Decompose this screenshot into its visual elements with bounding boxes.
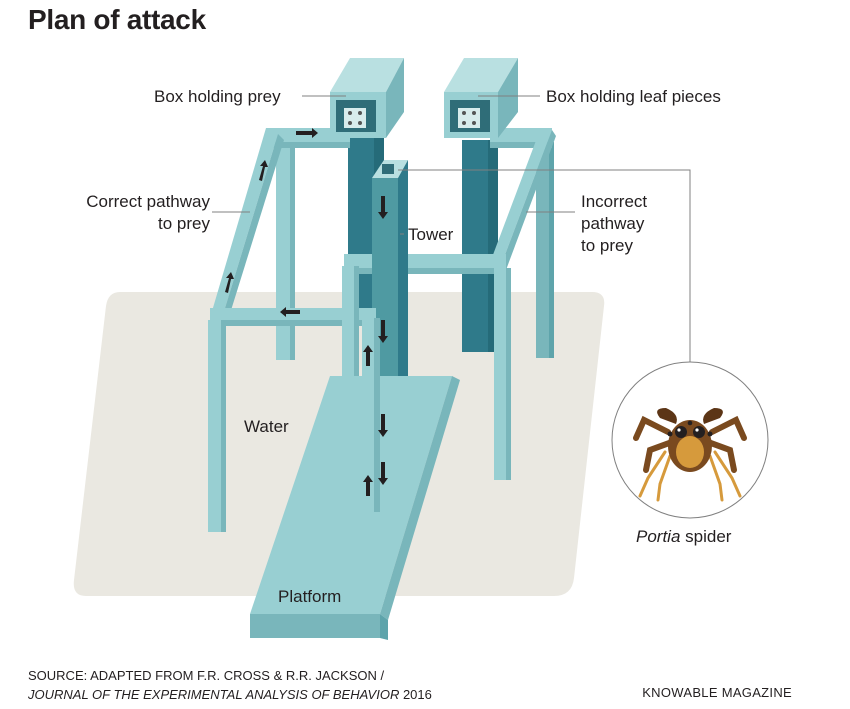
incorrect-pathway-rail [488, 130, 556, 270]
label-correct-pathway: Correct pathway to prey [86, 192, 210, 233]
leaf-box [444, 58, 518, 138]
label-platform: Platform [278, 587, 342, 606]
leaf-box-tower [462, 140, 498, 352]
label-tower: Tower [408, 225, 454, 244]
credit-text: KNOWABLE MAGAZINE [642, 685, 792, 700]
label-box-leaf: Box holding leaf pieces [546, 87, 721, 106]
label-water: Water [244, 417, 289, 436]
front-frame-top [344, 254, 506, 274]
prey-box [330, 58, 404, 138]
label-box-prey: Box holding prey [154, 87, 281, 106]
correct-pathway-rail [210, 128, 284, 320]
label-incorrect-pathway: Incorrect pathway to prey [581, 192, 648, 255]
leader-lines [212, 95, 691, 383]
platform [250, 376, 460, 640]
label-portia-spider: Portia spider [636, 527, 732, 546]
spider-icon [611, 361, 769, 519]
source-note: SOURCE: ADAPTED FROM F.R. CROSS & R.R. J… [28, 668, 432, 702]
arrow-icon [225, 128, 388, 496]
diagram-title: Plan of attack [28, 4, 206, 35]
